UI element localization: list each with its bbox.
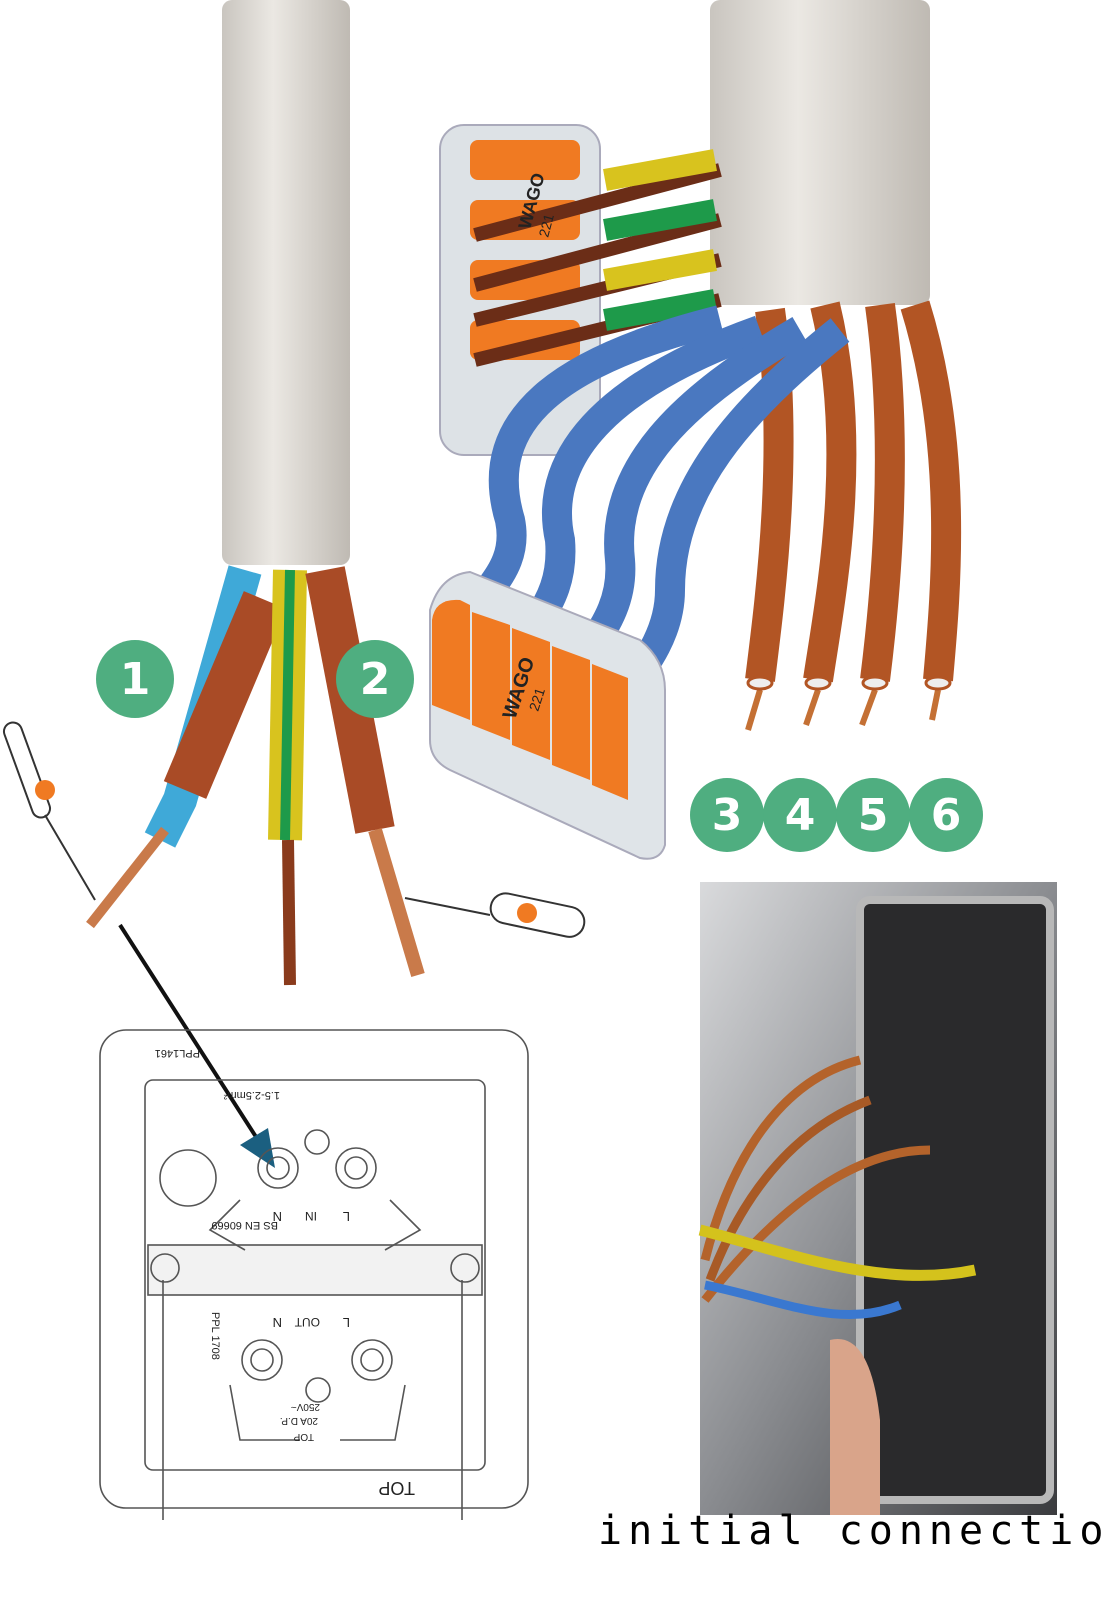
standard-label: BS EN 60669 bbox=[211, 1219, 278, 1231]
badge-2: 2 bbox=[336, 640, 414, 718]
switch-back-diagram bbox=[99, 1029, 529, 1520]
badge-1: 1 bbox=[96, 640, 174, 718]
top-label-outer: TOP bbox=[378, 1478, 415, 1498]
in-label: IN bbox=[305, 1209, 317, 1223]
part-number-side: PPL 1708 bbox=[209, 1312, 221, 1360]
badge-4: 4 bbox=[763, 778, 837, 852]
in-l-label: L bbox=[343, 1209, 350, 1224]
part-number-top: PPL1461 bbox=[155, 1047, 200, 1059]
wago-top-model: 221 bbox=[535, 212, 557, 239]
caption: initial connections bbox=[598, 1508, 1112, 1554]
installation-photo bbox=[698, 882, 1057, 1515]
out-label: OUT bbox=[294, 1315, 320, 1329]
left-cable bbox=[86, 0, 425, 986]
screwdriver-icon bbox=[2, 721, 96, 901]
rating-label: 20A D.P. bbox=[280, 1415, 318, 1426]
wago-bottom-model: 221 bbox=[526, 686, 549, 713]
voltage-label: 250V~ bbox=[291, 1401, 320, 1412]
badge-5: 5 bbox=[836, 778, 910, 852]
sleeved-brown bbox=[163, 591, 287, 799]
out-l-label: L bbox=[343, 1315, 350, 1330]
badge-6: 6 bbox=[909, 778, 983, 852]
screwdriver-icon bbox=[404, 892, 586, 938]
wago-connector-bottom: WAGO 221 bbox=[429, 570, 666, 860]
wire-size-label: 1.5-2.5mm² bbox=[223, 1089, 280, 1101]
arrow-icon bbox=[118, 923, 275, 1168]
top-label-inner: TOP bbox=[293, 1431, 314, 1442]
badge-3: 3 bbox=[690, 778, 764, 852]
diagram-labels: PPL1461 1.5-2.5mm² N IN L BS EN 60669 N … bbox=[155, 1047, 415, 1498]
in-n-label: N bbox=[273, 1209, 282, 1224]
out-n-label: N bbox=[273, 1315, 282, 1330]
